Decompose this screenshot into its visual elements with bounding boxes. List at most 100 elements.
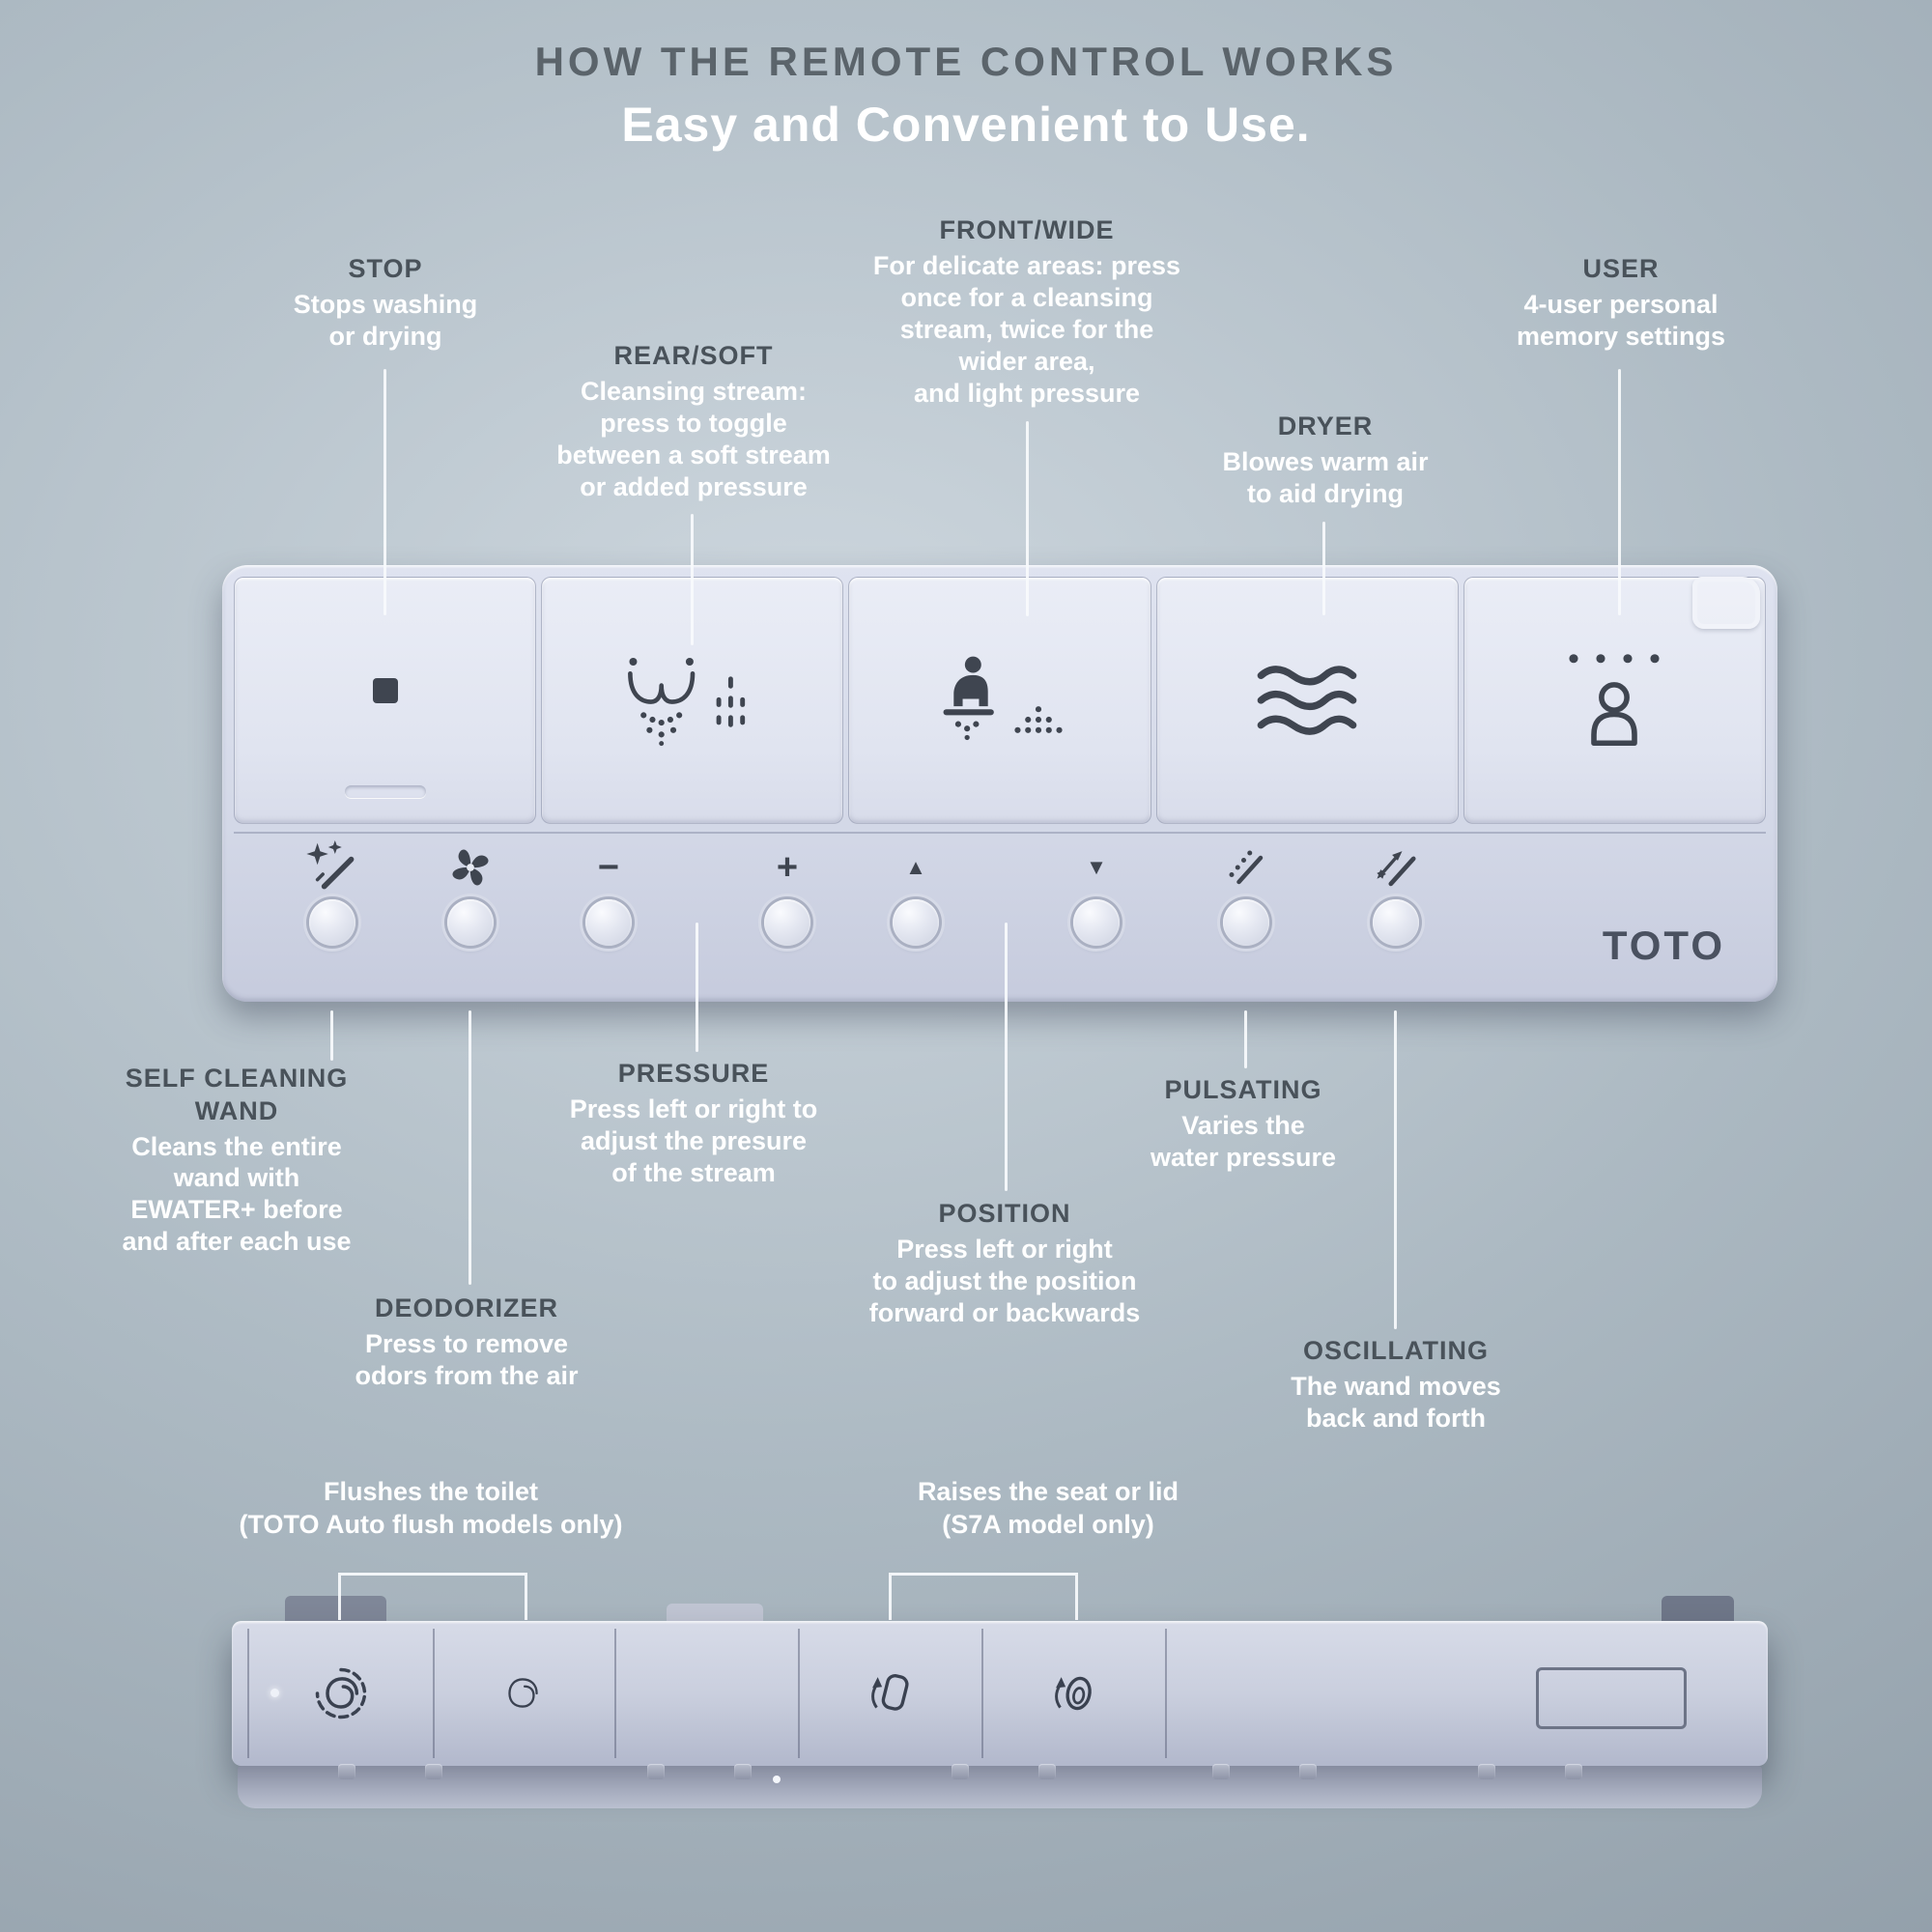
front-wide-button[interactable] bbox=[848, 577, 1151, 824]
flush-light-button[interactable] bbox=[431, 1629, 616, 1758]
callout-pulsating-body: Varies the water pressure bbox=[1150, 1110, 1337, 1172]
underside-nub bbox=[338, 1764, 355, 1779]
pulsating-spray-icon bbox=[1208, 841, 1285, 894]
position-forward-button[interactable] bbox=[893, 899, 939, 946]
oscillating-spray-icon bbox=[1357, 841, 1435, 894]
underside-nub bbox=[952, 1764, 969, 1779]
callout-user-body: 4-user personal memory settings bbox=[1516, 289, 1726, 351]
callout-line-pulsating bbox=[1244, 1010, 1247, 1068]
callout-line-user bbox=[1618, 369, 1621, 615]
pulsating-control bbox=[1208, 841, 1285, 946]
callout-wand-title: SELF CLEANING WAND bbox=[125, 1064, 349, 1125]
callout-deodorizer-title: DEODORIZER bbox=[374, 1293, 558, 1322]
callout-line-rear-soft bbox=[691, 514, 694, 645]
underside-nub bbox=[1478, 1764, 1495, 1779]
pressure-minus-button[interactable] bbox=[585, 899, 632, 946]
callout-line-wand bbox=[330, 1010, 333, 1061]
callout-oscillating-body: The wand moves back and forth bbox=[1291, 1371, 1501, 1433]
dryer-waves-icon bbox=[1257, 666, 1357, 735]
callout-deodorizer: DEODORIZER Press to remove odors from th… bbox=[322, 1293, 611, 1392]
underside-nub bbox=[1212, 1764, 1230, 1779]
callout-stop-title: STOP bbox=[348, 254, 423, 283]
user-memory-icon bbox=[1569, 653, 1660, 746]
callout-position-body: Press left or right to adjust the positi… bbox=[868, 1234, 1141, 1327]
callout-rear-soft-body: Cleansing stream: press to toggle betwee… bbox=[556, 376, 831, 501]
callout-wand: SELF CLEANING WAND Cleans the entire wan… bbox=[92, 1063, 382, 1258]
hanger-notch bbox=[1692, 577, 1760, 629]
callout-pulsating: PULSATING Varies the water pressure bbox=[1108, 1074, 1378, 1174]
callout-dryer-title: DRYER bbox=[1277, 412, 1374, 440]
side-remote-underside bbox=[238, 1766, 1762, 1808]
self-cleaning-wand-icon bbox=[294, 840, 371, 894]
dryer-button[interactable] bbox=[1155, 577, 1459, 824]
callout-position-title: POSITION bbox=[938, 1199, 1071, 1228]
callout-user: USER 4-user personal memory settings bbox=[1486, 253, 1756, 353]
side-tab-right bbox=[1662, 1596, 1734, 1625]
underside-center-dot bbox=[773, 1776, 781, 1783]
side-blank-panel bbox=[614, 1629, 800, 1758]
caption-seat-lid: Raises the seat or lid (S7A model only) bbox=[917, 1477, 1179, 1539]
remote-small-buttons-row: − + ▲ ▼ bbox=[234, 832, 1766, 990]
pressure-plus-button[interactable] bbox=[764, 899, 810, 946]
deodorizer-button[interactable] bbox=[447, 899, 494, 946]
flush-swirl-light-icon bbox=[508, 1678, 538, 1708]
callout-position: POSITION Press left or right to adjust t… bbox=[840, 1198, 1169, 1329]
callout-wand-body: Cleans the entire wand with EWATER+ befo… bbox=[122, 1131, 352, 1257]
remote-front-view: − + ▲ ▼ bbox=[222, 565, 1777, 1002]
position-backward-button[interactable] bbox=[1073, 899, 1120, 946]
position-backward-control: ▼ bbox=[1058, 841, 1135, 946]
pressure-plus-control: + bbox=[749, 841, 826, 946]
arrow-up-icon: ▲ bbox=[905, 855, 926, 879]
underside-nub bbox=[425, 1764, 442, 1779]
battery-compartment bbox=[1536, 1667, 1687, 1729]
pulsating-button[interactable] bbox=[1223, 899, 1269, 946]
callout-oscillating: OSCILLATING The wand moves back and fort… bbox=[1251, 1335, 1541, 1435]
underside-nub bbox=[1565, 1764, 1582, 1779]
deodorizer-control bbox=[432, 841, 509, 946]
stop-square-icon bbox=[372, 678, 398, 703]
callout-pulsating-title: PULSATING bbox=[1164, 1075, 1322, 1104]
callout-stop: STOP Stops washing or drying bbox=[270, 253, 501, 353]
callout-line-deodorizer bbox=[469, 1010, 471, 1285]
stop-button-indent bbox=[344, 785, 426, 798]
underside-nub bbox=[1299, 1764, 1317, 1779]
page-title: HOW THE REMOTE CONTROL WORKS bbox=[534, 39, 1398, 84]
oscillating-button[interactable] bbox=[1373, 899, 1419, 946]
status-led bbox=[270, 1689, 279, 1697]
flush-swirl-icon bbox=[315, 1667, 367, 1719]
callout-pressure: PRESSURE Press left or right to adjust t… bbox=[539, 1058, 848, 1189]
raise-seat-icon bbox=[1055, 1676, 1092, 1711]
callout-line-oscillating bbox=[1394, 1010, 1397, 1329]
user-button[interactable] bbox=[1463, 577, 1767, 824]
callout-line-stop bbox=[384, 369, 386, 615]
callout-pressure-title: PRESSURE bbox=[617, 1059, 770, 1088]
callout-stop-body: Stops washing or drying bbox=[293, 289, 478, 351]
side-tab-middle bbox=[667, 1604, 763, 1625]
remote-side-view bbox=[232, 1594, 1768, 1826]
callout-oscillating-title: OSCILLATING bbox=[1303, 1336, 1489, 1365]
fan-icon bbox=[432, 841, 509, 894]
callout-rear-soft-title: REAR/SOFT bbox=[613, 341, 774, 370]
callout-user-title: USER bbox=[1582, 254, 1660, 283]
callout-pressure-body: Press left or right to adjust the presur… bbox=[569, 1094, 818, 1187]
callout-line-dryer bbox=[1322, 522, 1325, 615]
remote-main-buttons-row bbox=[234, 577, 1767, 824]
callout-front-wide-title: FRONT/WIDE bbox=[939, 215, 1115, 244]
callout-line-pressure bbox=[696, 923, 698, 1052]
plus-icon: + bbox=[776, 847, 799, 888]
underside-nub bbox=[734, 1764, 752, 1779]
raise-lid-button[interactable] bbox=[798, 1629, 983, 1758]
page-subtitle: Easy and Convenient to Use. bbox=[621, 98, 1311, 152]
wand-clean-button[interactable] bbox=[309, 899, 355, 946]
callout-line-position bbox=[1005, 923, 1008, 1191]
side-remote-body bbox=[232, 1621, 1768, 1766]
flush-full-button[interactable] bbox=[247, 1629, 435, 1758]
underside-nub bbox=[1038, 1764, 1056, 1779]
stop-button[interactable] bbox=[234, 577, 537, 824]
side-tab-left bbox=[285, 1596, 386, 1625]
wand-clean-control bbox=[294, 840, 371, 946]
callout-front-wide: FRONT/WIDE For delicate areas: press onc… bbox=[853, 214, 1201, 409]
raise-seat-button[interactable] bbox=[981, 1629, 1167, 1758]
callout-rear-soft: REAR/SOFT Cleansing stream: press to tog… bbox=[534, 340, 853, 503]
raise-lid-icon bbox=[871, 1674, 909, 1711]
